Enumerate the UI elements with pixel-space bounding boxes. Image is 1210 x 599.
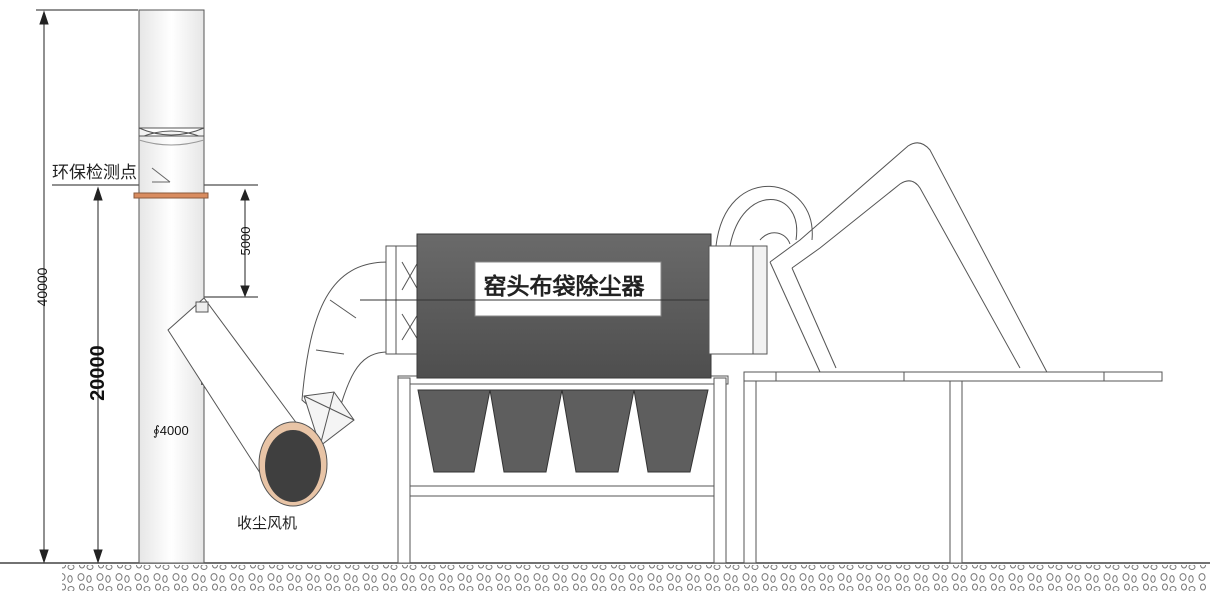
hopper-3 <box>561 389 635 473</box>
stack-diameter-label: ∮4000 <box>153 423 189 438</box>
inclined-conveyor <box>769 142 1051 379</box>
connecting-duct <box>301 261 389 447</box>
title-plate <box>474 261 662 317</box>
hopper-1 <box>417 389 491 473</box>
total-height-dimension: 40000 <box>34 267 50 306</box>
hopper-4 <box>633 389 709 473</box>
fan <box>258 421 328 507</box>
support-frame <box>397 375 729 564</box>
monitoring-platform <box>133 192 209 199</box>
offset-dimension: 5000 <box>238 227 253 256</box>
right-platform <box>743 371 1163 564</box>
collector-title: 窑头布袋除尘器 <box>484 273 646 300</box>
outlet-duct <box>715 185 813 247</box>
monitoring-point-label: 环保检测点 <box>52 163 137 183</box>
hoppers <box>417 389 709 473</box>
collector-outlet <box>708 245 768 355</box>
fan-label: 收尘风机 <box>237 514 297 532</box>
monitor-height-dimension: 20000 <box>87 345 109 401</box>
ground <box>0 562 1210 591</box>
chimney-stack <box>138 9 205 564</box>
hopper-2 <box>489 389 563 473</box>
